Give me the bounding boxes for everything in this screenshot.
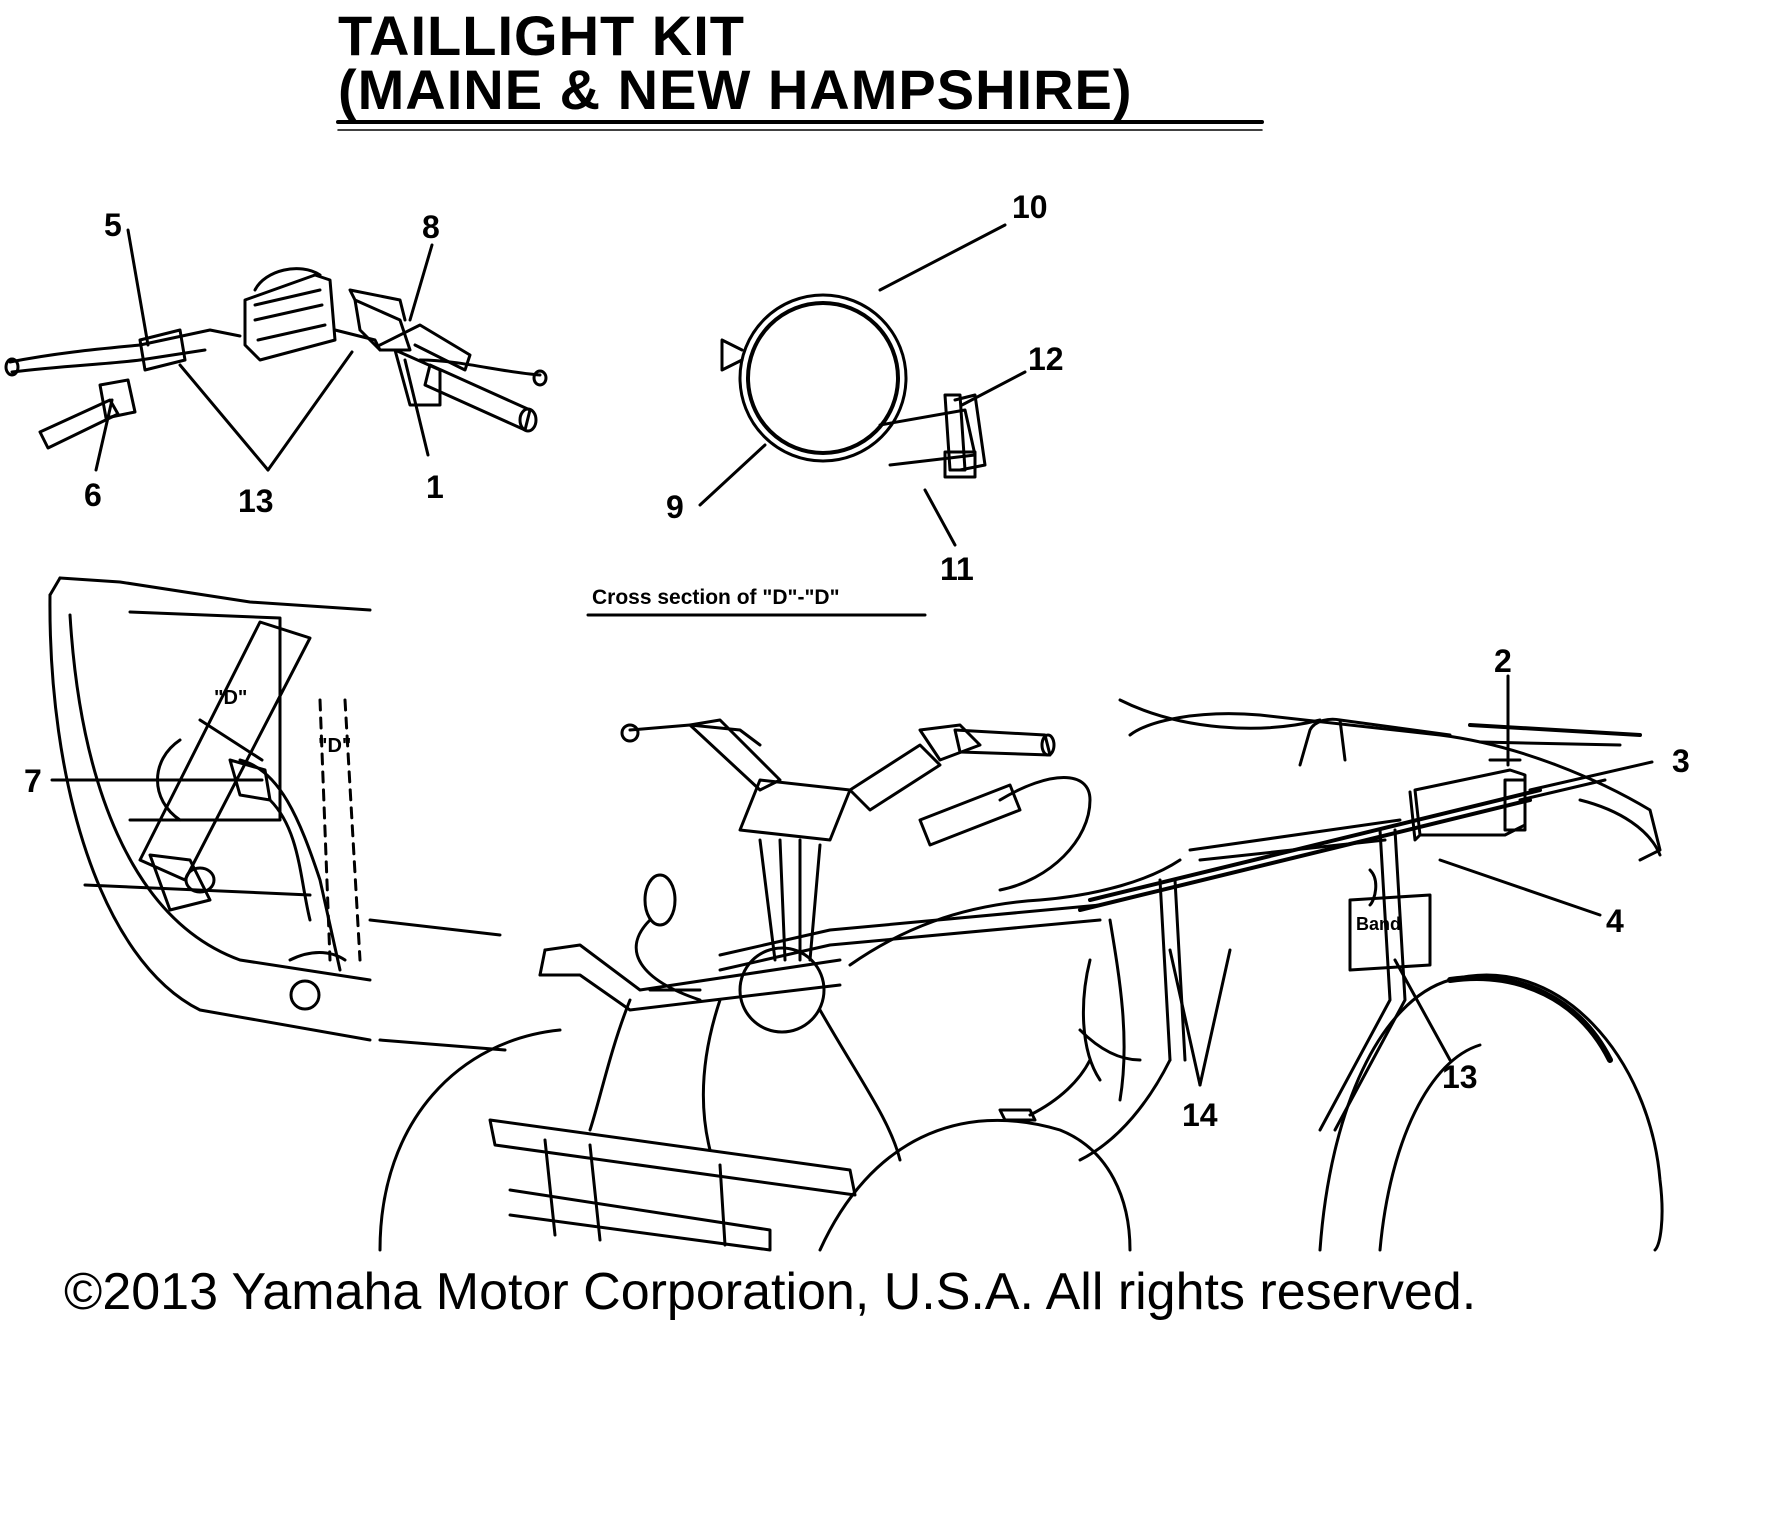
atv-main-view — [378, 674, 1664, 1252]
callout-6: 6 — [84, 477, 102, 513]
callout-7: 7 — [24, 763, 42, 799]
callout-3: 3 — [1672, 743, 1690, 779]
callout-10: 10 — [1012, 189, 1048, 225]
copyright-notice: ©2013 Yamaha Motor Corporation, U.S.A. A… — [64, 1263, 1477, 1321]
callout-14: 14 — [1182, 1097, 1218, 1133]
callout-12: 12 — [1028, 341, 1064, 377]
callout-13-bottom: 13 — [1442, 1059, 1478, 1095]
callout-1: 1 — [426, 469, 444, 505]
callout-9: 9 — [666, 489, 684, 525]
handlebar-detail — [4, 228, 548, 472]
callout-4: 4 — [1606, 903, 1624, 939]
left-detail-view — [48, 576, 507, 1052]
section-mark-d-lower: "D" — [318, 735, 351, 757]
title-line-1: TAILLIGHT KIT — [338, 4, 745, 67]
clamp-cross-section — [586, 223, 1027, 617]
section-mark-d-upper: "D" — [214, 687, 247, 709]
callout-13-top: 13 — [238, 483, 274, 519]
title-line-2: (MAINE & NEW HAMPSHIRE) — [338, 58, 1133, 121]
callout-2: 2 — [1494, 643, 1512, 679]
callout-8: 8 — [422, 209, 440, 245]
band-label: Band — [1356, 914, 1401, 934]
callout-11: 11 — [940, 551, 974, 587]
cross-section-label: Cross section of "D"-"D" — [592, 586, 840, 609]
callout-5: 5 — [104, 207, 122, 243]
